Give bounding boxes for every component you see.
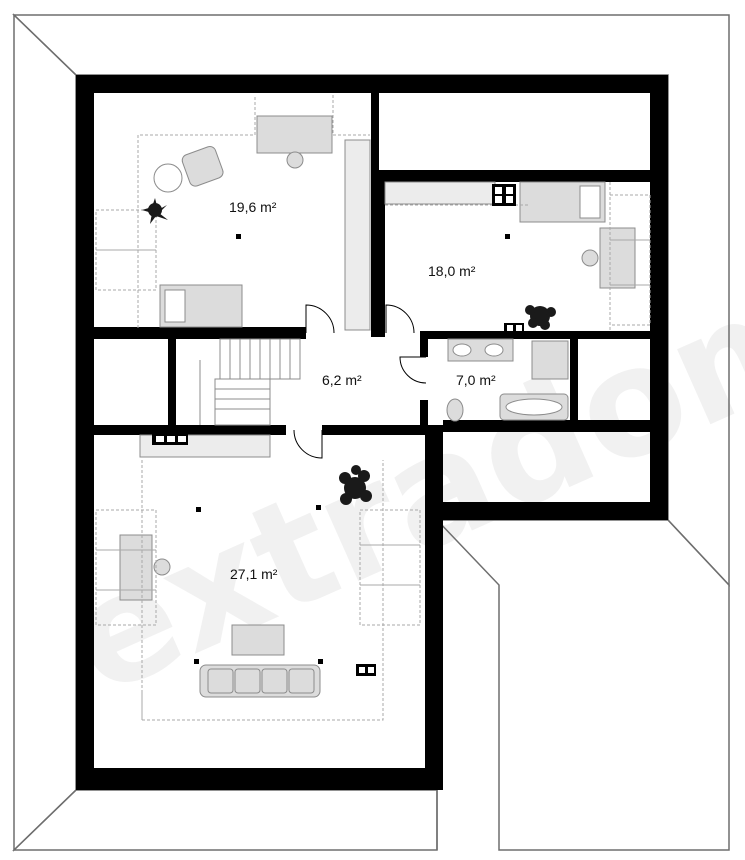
- staircase: [199, 338, 301, 426]
- area-label-bathroom: 7,0 m²: [456, 372, 496, 388]
- plant-icon: [142, 198, 168, 224]
- wardrobe-bedroom-2: [384, 181, 496, 205]
- area-label-bedroom-1: 19,6 m²: [229, 199, 277, 215]
- coffee-table: [231, 624, 285, 656]
- shower: [531, 340, 569, 380]
- area-label-hall: 6,2 m²: [322, 372, 362, 388]
- area-label-living: 27,1 m²: [230, 566, 278, 582]
- wardrobe-bedroom-1: [344, 139, 371, 331]
- chair-bedroom-1: [286, 151, 304, 169]
- furniture: [119, 115, 636, 698]
- plant-icon: [525, 305, 556, 330]
- desk-bedroom-2: [599, 227, 636, 289]
- markers: [194, 234, 510, 664]
- window-panes: [156, 187, 522, 673]
- round-table: [153, 163, 183, 193]
- door-swings: [293, 304, 427, 459]
- armchair: [181, 145, 224, 187]
- plant-icon: [339, 465, 372, 505]
- desk-bedroom-1: [256, 115, 333, 154]
- outer-walls: [76, 75, 668, 790]
- watermark-text: extradom: [44, 240, 745, 729]
- desk-living: [119, 534, 153, 601]
- inner-walls: [94, 93, 650, 435]
- toilet: [446, 398, 464, 422]
- area-label-bedroom-2: 18,0 m²: [428, 263, 476, 279]
